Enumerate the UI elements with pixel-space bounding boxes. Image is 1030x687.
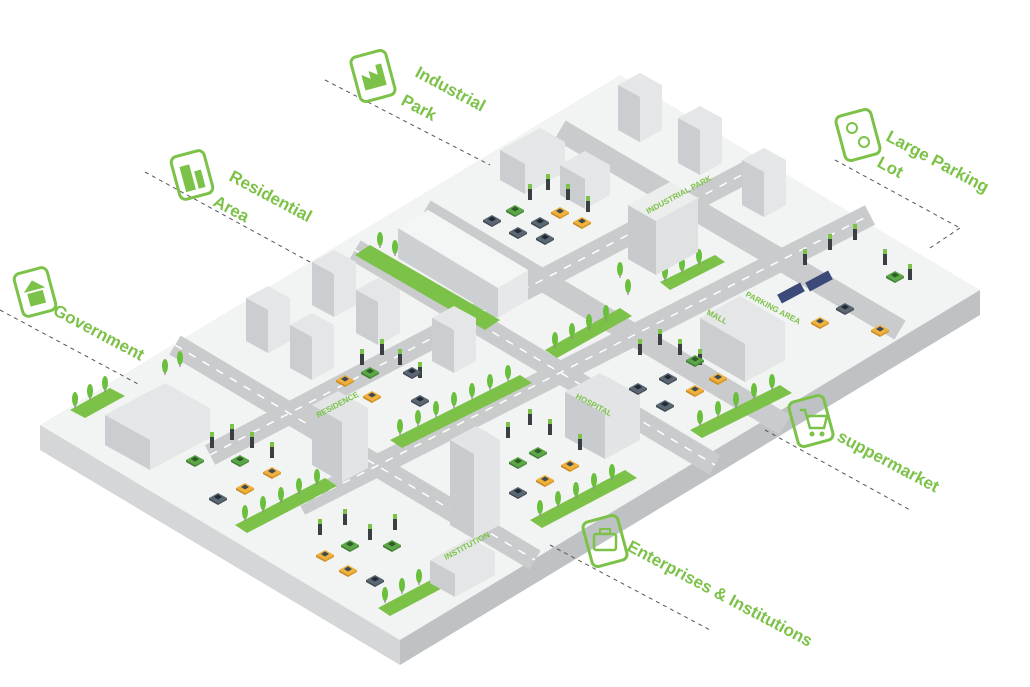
enterprises-label: Enterprises & Institutions [624, 537, 816, 651]
government-label: Government [50, 301, 148, 365]
government-icon [12, 266, 58, 318]
leader-lines [0, 79, 961, 631]
city-ground [40, 75, 980, 640]
slab-right-face [400, 290, 980, 665]
factory-icon [349, 48, 397, 104]
green-strips [70, 245, 792, 616]
briefcase-icon [581, 513, 629, 569]
industrial-label-line2: Park [398, 91, 440, 125]
buildings: INDUSTRIAL PARK RESIDENCE HOSPITAL [105, 73, 802, 597]
parking-label-line2: Lot [874, 153, 907, 182]
slab-left-face [40, 425, 400, 665]
building-icon [169, 149, 215, 201]
residential-label-line2: Area [210, 192, 253, 227]
supermarket-label: suppermarket [834, 427, 942, 497]
cart-icon [787, 393, 835, 449]
cars [186, 205, 904, 587]
car-icon [834, 107, 882, 163]
